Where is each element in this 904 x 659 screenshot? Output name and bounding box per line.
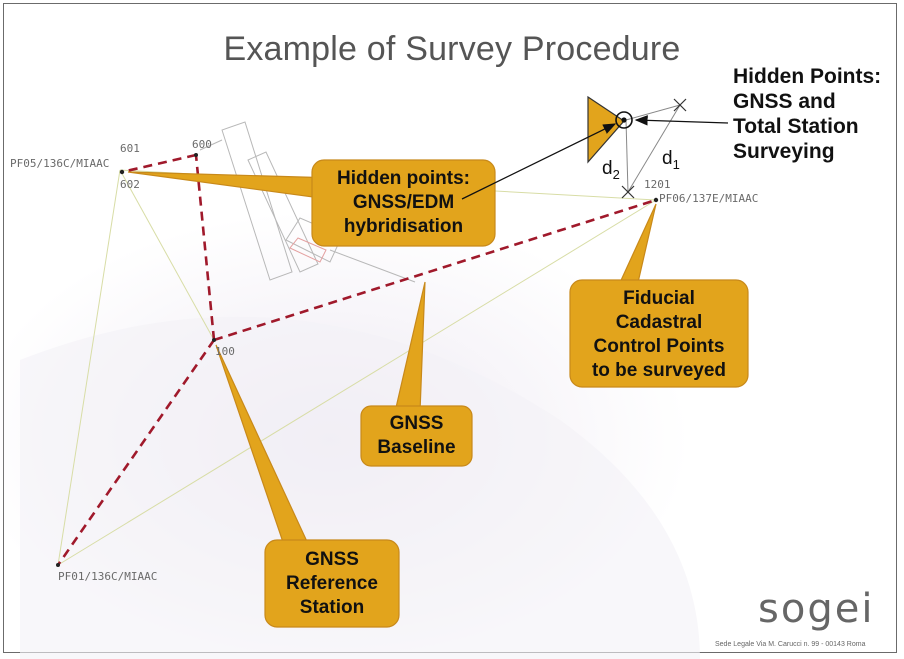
callout-line: GNSS/EDM [352, 192, 455, 213]
sogei-logo: sogei [758, 586, 875, 632]
callout-line: Baseline [377, 437, 456, 458]
callout-boxes [264, 159, 749, 628]
callout-line: GNSS [389, 413, 444, 434]
distance-label-d2: d2 [602, 158, 620, 182]
heading-line: Hidden Points: [733, 65, 882, 88]
distance-d1-subscript: 1 [672, 156, 680, 172]
callout-hybrid: Hidden points: GNSS/EDM hybridisation [312, 167, 495, 239]
callout-baseline: GNSS Baseline [361, 412, 472, 460]
callout-tails [127, 171, 657, 549]
callout-line: GNSS [305, 549, 359, 570]
distance-label-d1: d1 [662, 148, 680, 172]
point-label-600: 600 [192, 138, 212, 151]
point-label-pf06: PF06/137E/MIAAC [659, 192, 759, 205]
point-label-pf05: PF05/136C/MIAAC [10, 157, 110, 170]
point-label-100: 100 [215, 345, 235, 358]
heading-line: Total Station [733, 115, 859, 138]
distance-d2-subscript: 2 [612, 166, 620, 182]
callout-line: Hidden points: [337, 168, 470, 189]
background-curve [20, 316, 700, 659]
callout-line: hybridisation [343, 216, 464, 237]
point-label-602: 602 [120, 178, 140, 191]
heading-line: Surveying [733, 140, 835, 163]
cadastral-map [199, 121, 416, 283]
point-label-601: 601 [120, 142, 140, 155]
callout-line: Reference [286, 573, 378, 594]
callout-line: Fiducial [623, 288, 695, 309]
distance-d1-letter: d [662, 148, 673, 169]
callout-line: Station [299, 597, 365, 618]
total-station-triangle-icon [587, 95, 625, 164]
point-label-1201: 1201 [644, 178, 671, 191]
distance-d2-letter: d [602, 158, 613, 179]
callout-fiducial: Fiducial Cadastral Control Points to be … [570, 287, 748, 383]
gnss-baselines [56, 153, 657, 566]
pointer-arrow-hybrid [461, 123, 617, 200]
callout-line: to be surveyed [591, 360, 727, 381]
survey-points [56, 153, 659, 567]
pointer-arrow-heading [634, 115, 729, 126]
point-label-pf01: PF01/136C/MIAAC [58, 570, 158, 583]
callout-line: Cadastral [615, 312, 703, 333]
footer-address: Sede Legale Via M. Carucci n. 99 - 00143… [715, 641, 866, 648]
hidden-points-heading: Hidden Points: GNSS and Total Station Su… [733, 64, 903, 164]
heading-line: GNSS and [733, 90, 836, 113]
slide-title: Example of Survey Procedure [223, 30, 681, 68]
callout-reference: GNSS Reference Station [265, 548, 399, 620]
cross-marker-icon [621, 98, 687, 199]
callout-line: Control Points [593, 336, 725, 357]
target-circle-icon [615, 111, 633, 129]
